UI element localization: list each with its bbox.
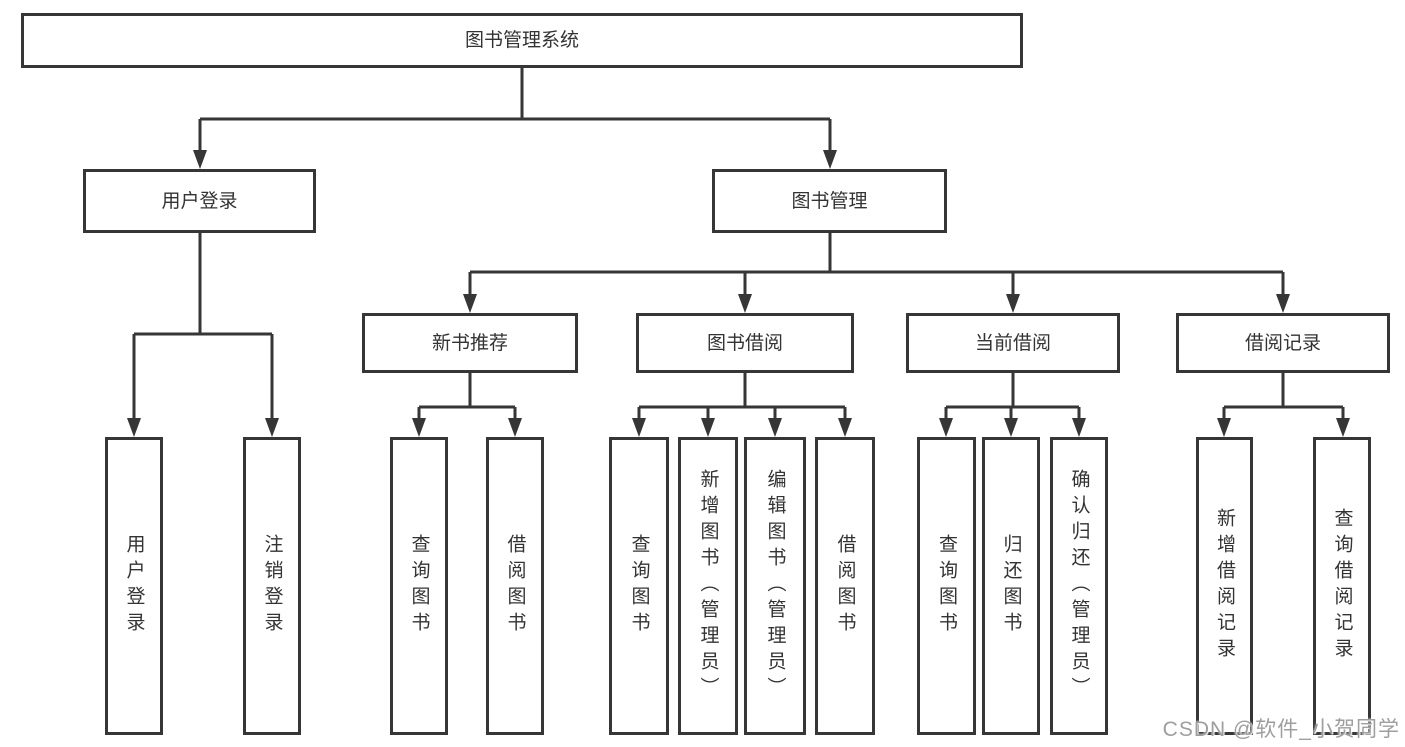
csdn-watermark: CSDN @软件_小贺同学 <box>1162 718 1400 741</box>
connector-book-management-to-level3 <box>468 233 1285 297</box>
leaf-query-borrow-record: 查询借阅记录 <box>1313 437 1371 735</box>
arrowhead <box>463 294 477 313</box>
arrowhead <box>1336 418 1350 437</box>
leaf-user-login: 用户登录 <box>105 437 163 735</box>
arrowhead <box>127 418 141 437</box>
arrowhead <box>1276 294 1290 313</box>
leaf-add-borrow-record: 新增借阅记录 <box>1196 437 1253 735</box>
arrowhead <box>1072 418 1086 437</box>
connector-new-book-to-leaves <box>417 373 517 421</box>
leaf-borrow-book-label: 借阅图书 <box>834 534 856 638</box>
leaf-query-borrow-record-label: 查询借阅记录 <box>1331 508 1353 664</box>
leaf-query-book-current-label: 查询图书 <box>936 534 957 638</box>
node-book-management-label: 图书管理 <box>791 190 868 212</box>
leaf-query-book-recommend: 查询图书 <box>390 437 448 735</box>
arrowhead <box>632 418 646 437</box>
node-current-borrow: 当前借阅 <box>906 313 1120 373</box>
leaf-logout-label: 注销登录 <box>261 534 283 638</box>
arrowhead <box>838 418 852 437</box>
node-user-login: 用户登录 <box>83 169 316 233</box>
arrowhead <box>1217 418 1231 437</box>
arrowhead <box>823 150 837 169</box>
leaf-user-login-label: 用户登录 <box>123 534 145 638</box>
leaf-add-book-admin: 新增图书（管理员） <box>678 437 738 735</box>
arrowhead <box>265 418 279 437</box>
arrowhead <box>412 418 426 437</box>
arrowhead <box>738 294 752 313</box>
connector-book-borrow-to-leaves <box>637 373 847 421</box>
connector-root-to-level2 <box>198 68 832 152</box>
node-book-management: 图书管理 <box>712 169 947 233</box>
arrowhead <box>701 418 715 437</box>
leaf-borrow-book: 借阅图书 <box>815 437 875 735</box>
leaf-add-borrow-record-label: 新增借阅记录 <box>1214 508 1235 664</box>
connector-borrow-record-to-leaves <box>1222 373 1345 421</box>
node-borrow-record: 借阅记录 <box>1176 313 1390 373</box>
leaf-add-book-admin-label: 新增图书（管理员） <box>697 469 719 703</box>
node-user-login-label: 用户登录 <box>161 190 238 212</box>
node-new-book-recommend: 新书推荐 <box>362 313 578 373</box>
node-borrow-record-label: 借阅记录 <box>1244 332 1321 354</box>
node-current-borrow-label: 当前借阅 <box>974 332 1051 354</box>
node-book-borrow-label: 图书借阅 <box>706 332 783 354</box>
connector-user-login-to-leaves <box>132 233 274 420</box>
arrowhead <box>768 418 782 437</box>
leaf-return-book-label: 归还图书 <box>1000 534 1022 638</box>
arrowhead <box>508 418 522 437</box>
arrowhead <box>193 150 207 169</box>
leaf-edit-book-admin-label: 编辑图书（管理员） <box>764 469 786 703</box>
leaf-query-book-borrow-label: 查询图书 <box>628 534 650 638</box>
connector-current-borrow-to-leaves <box>944 373 1081 421</box>
leaf-borrow-book-recommend: 借阅图书 <box>486 437 544 735</box>
leaf-edit-book-admin: 编辑图书（管理员） <box>744 437 806 735</box>
leaf-query-book-current: 查询图书 <box>917 437 976 735</box>
leaf-logout: 注销登录 <box>243 437 301 735</box>
node-root-label: 图书管理系统 <box>464 30 579 51</box>
leaf-confirm-return-admin: 确认归还（管理员） <box>1050 437 1108 735</box>
arrowhead <box>939 418 953 437</box>
arrowhead <box>1004 418 1018 437</box>
arrowhead <box>1006 294 1020 313</box>
node-root: 图书管理系统 <box>21 13 1023 68</box>
leaf-return-book: 归还图书 <box>982 437 1040 735</box>
leaf-query-book-borrow: 查询图书 <box>609 437 669 735</box>
node-book-borrow: 图书借阅 <box>636 313 854 373</box>
leaf-confirm-return-admin-label: 确认归还（管理员） <box>1068 469 1090 703</box>
leaf-query-book-recommend-label: 查询图书 <box>408 534 430 638</box>
leaf-borrow-book-recommend-label: 借阅图书 <box>504 534 526 638</box>
node-new-book-recommend-label: 新书推荐 <box>431 332 508 354</box>
